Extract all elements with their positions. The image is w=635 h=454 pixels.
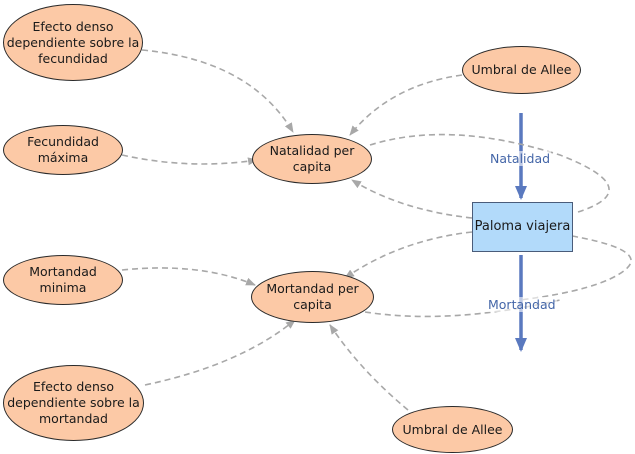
umbral-allee-top-label: Umbral de Allee	[471, 62, 572, 77]
link-stock-to-natalidad	[351, 179, 473, 219]
link-natalidad-to-natalidad-flow	[369, 133, 610, 214]
link-mortandad-minima-to-mortandad	[121, 267, 256, 286]
link-efecto-mortandad-to-mortandad	[144, 319, 296, 386]
umbral-allee-bottom-node[interactable]: Umbral de Allee	[392, 406, 513, 453]
natalidad-per-capita-node[interactable]: Natalidad per capita	[252, 134, 372, 184]
link-stock-to-mortandad	[344, 231, 473, 279]
fecundidad-maxima-label: Fecundidad máxima	[27, 134, 99, 165]
efecto-fecundidad-label: Efecto denso dependiente sobre la fecund…	[6, 18, 140, 66]
link-umbral-top-to-natalidad	[349, 74, 463, 136]
umbral-allee-bottom-label: Umbral de Allee	[402, 421, 503, 437]
mortandad-per-capita-node[interactable]: Mortandad per capita	[251, 271, 374, 323]
mortandad-per-capita-label: Mortandad per capita	[266, 281, 359, 312]
mortandad-minima-node[interactable]: Mortandad minima	[3, 255, 123, 305]
link-efecto-fecundidad-to-natalidad	[141, 49, 294, 133]
paloma-viajera-label: Paloma viajera	[474, 219, 571, 234]
umbral-allee-top-node[interactable]: Umbral de Allee	[462, 46, 581, 94]
efecto-mortandad-node[interactable]: Efecto denso dependiente sobre la mortan…	[3, 365, 144, 441]
natalidad-flow-label: Natalidad	[489, 151, 552, 166]
link-mortandad-to-mortandad-flow	[364, 299, 561, 318]
link-umbral-bottom-to-mortandad	[329, 324, 409, 411]
natalidad-per-capita-label: Natalidad per capita	[269, 143, 355, 174]
efecto-mortandad-label: Efecto denso dependiente sobre la mortan…	[7, 379, 140, 426]
efecto-fecundidad-node[interactable]: Efecto denso dependiente sobre la fecund…	[3, 4, 143, 81]
mortandad-flow-label: Mortandad	[487, 297, 557, 312]
link-fecundidad-maxima-to-natalidad	[121, 154, 258, 166]
paloma-viajera-stock[interactable]: Paloma viajera	[472, 202, 573, 252]
fecundidad-maxima-node[interactable]: Fecundidad máxima	[3, 125, 123, 175]
mortandad-minima-label: Mortandad minima	[29, 264, 97, 295]
